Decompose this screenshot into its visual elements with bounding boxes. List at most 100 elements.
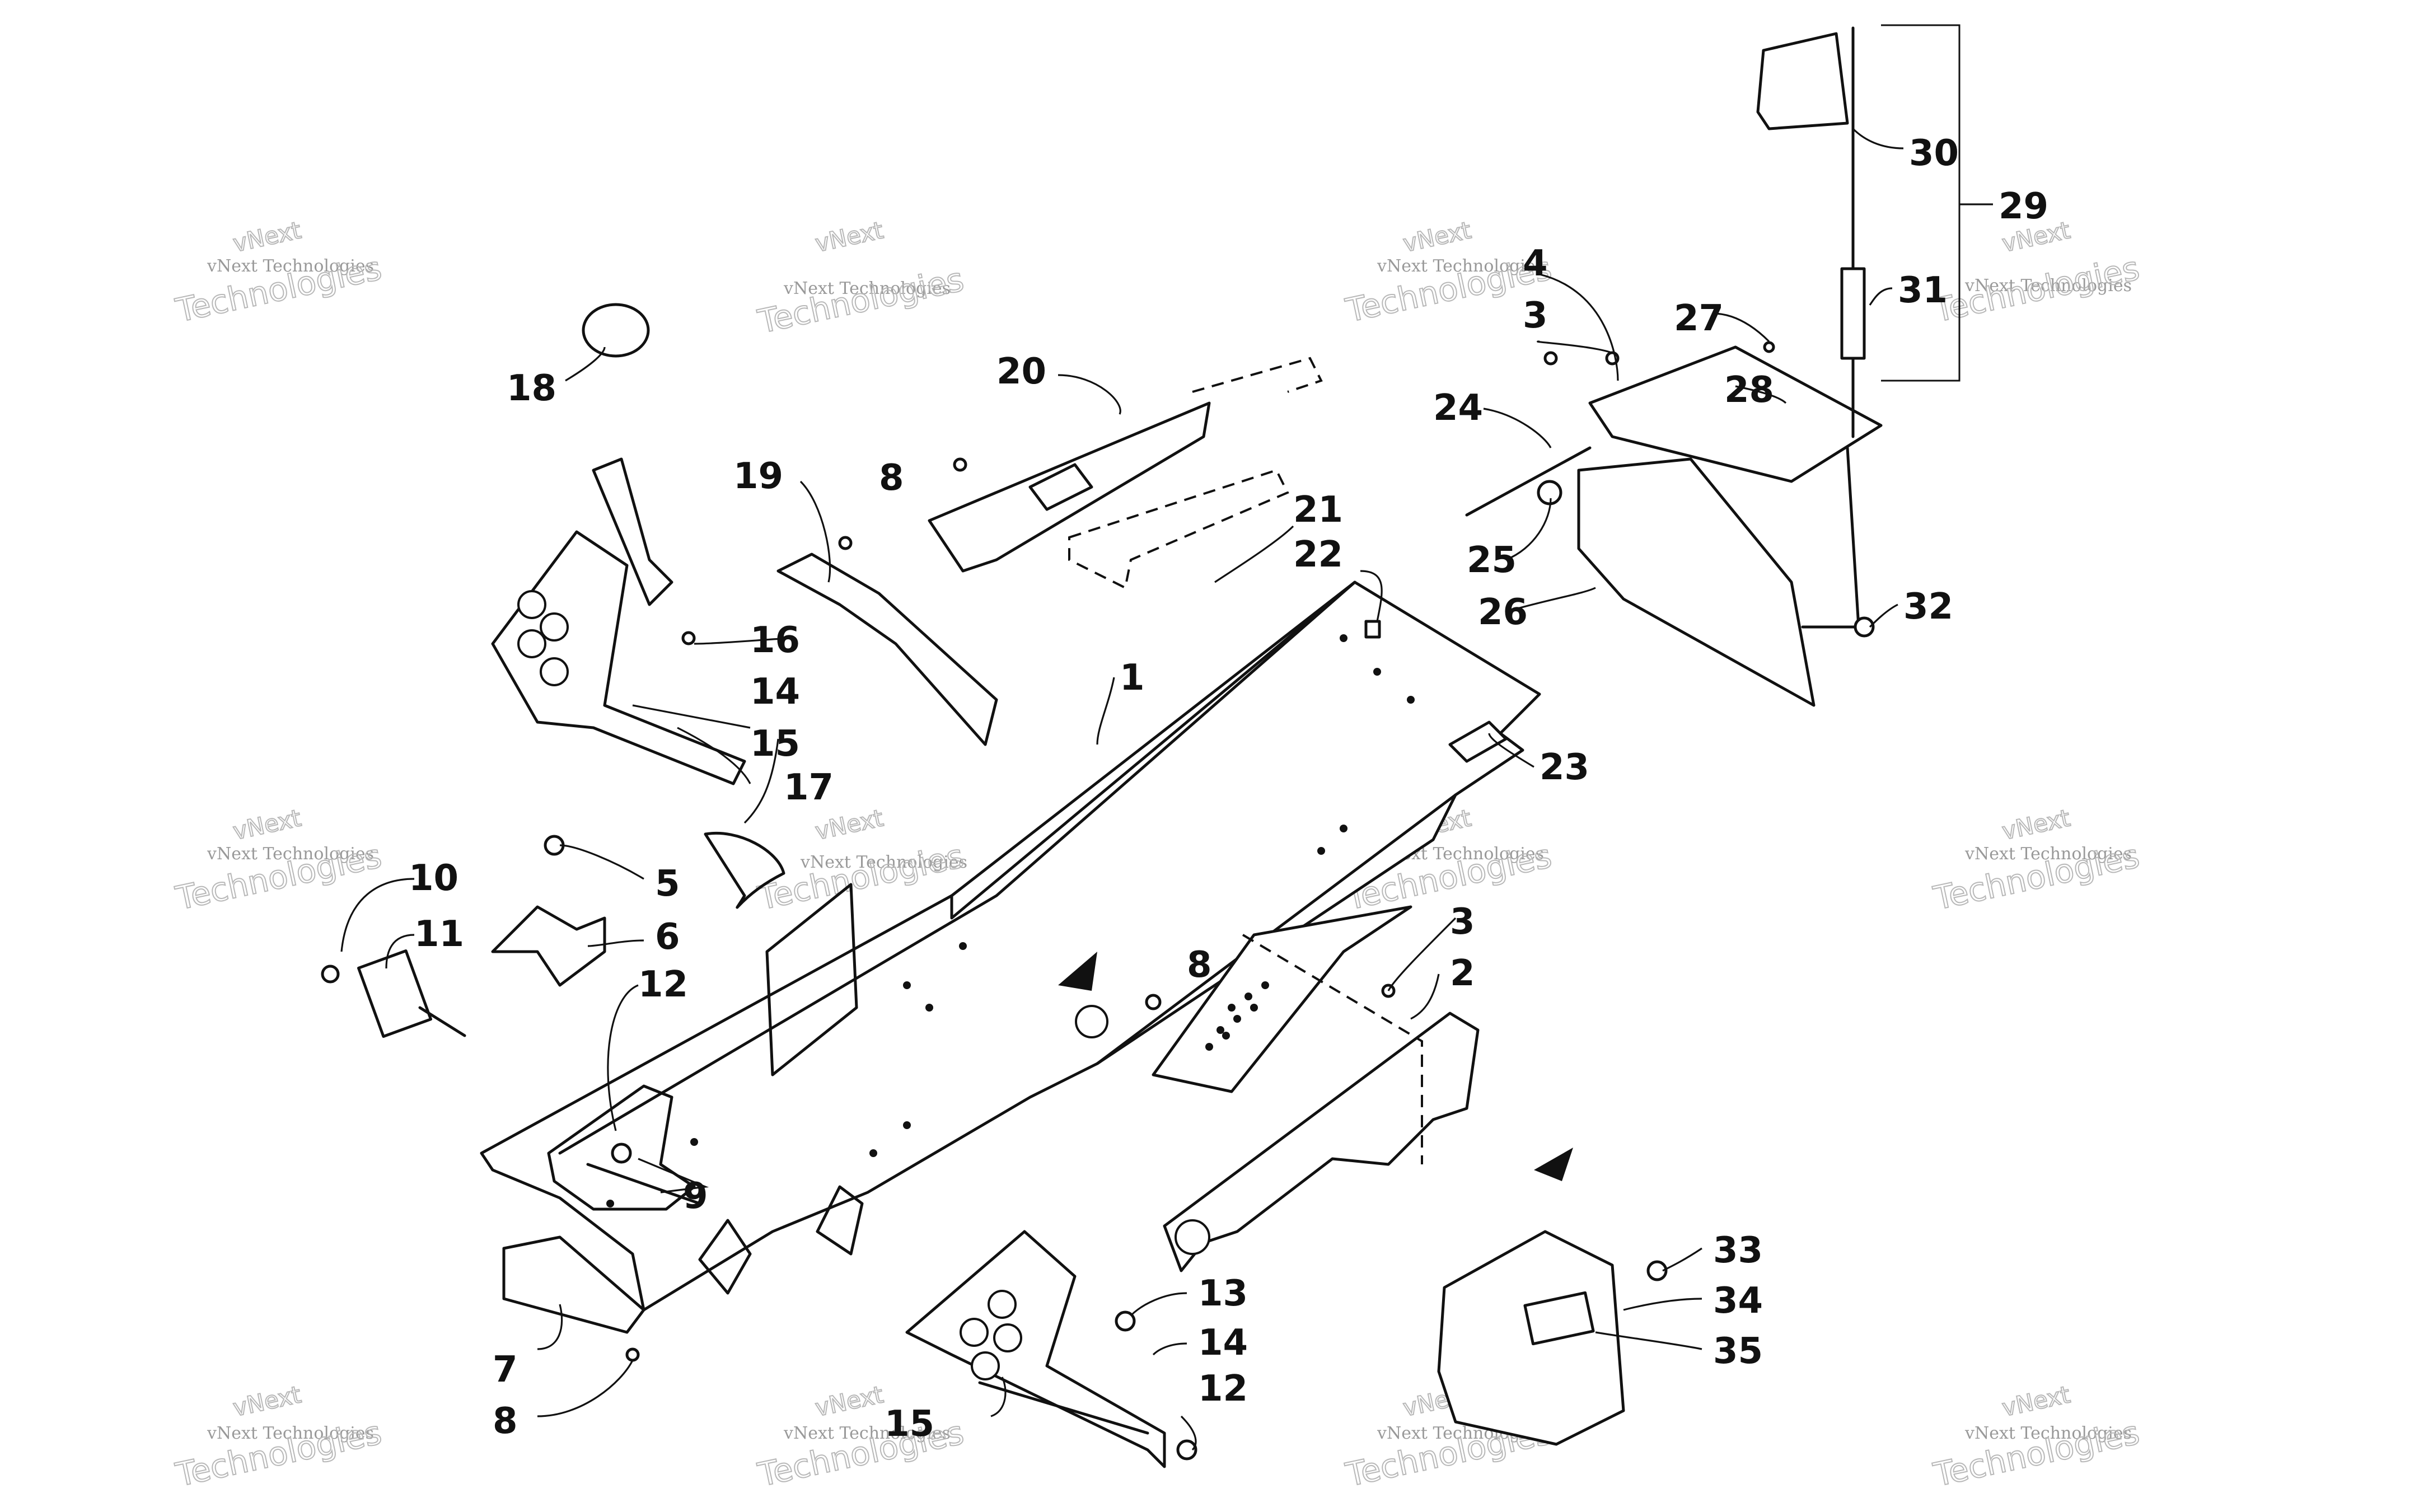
- callout-label: 25: [1467, 540, 1517, 581]
- tunnel-front-bracket: [547, 1084, 696, 1211]
- tunnel-lower-cutout-2: [816, 1185, 864, 1256]
- callout-label: 26: [1478, 592, 1528, 633]
- tunnel-hole: [1075, 1005, 1108, 1038]
- callout-label: 1: [1120, 657, 1145, 699]
- watermark: vNext vNext Technologies Technologies: [754, 803, 968, 918]
- clamp-ring: [582, 303, 650, 358]
- watermark-line: vNext Technologies: [1377, 256, 1544, 276]
- tunnel-cutout: [765, 883, 858, 1076]
- watermark-line: vNext Technologies: [800, 853, 967, 872]
- tail-light-wire: [418, 1006, 466, 1037]
- callout-label: 30: [1909, 133, 1959, 174]
- callout-label: 12: [638, 964, 688, 1005]
- watermark-line: vNext Technologies: [783, 1424, 951, 1443]
- callout-label: 11: [414, 914, 464, 955]
- watermark: vNext vNext Technologies Technologies: [172, 1380, 386, 1495]
- bolt-icon: [838, 536, 853, 550]
- watermark-brand: vNext: [1401, 216, 1473, 257]
- watermark: vNext vNext Technologies Technologies: [172, 216, 386, 330]
- callout-label: 23: [1540, 747, 1589, 788]
- callout-label: 33: [1713, 1230, 1763, 1271]
- callout-label: 6: [655, 916, 680, 958]
- watermark: vNext vNext Technologies Technologies: [1930, 803, 2144, 918]
- callout-label: 29: [1999, 186, 2048, 227]
- side-plate-hole: [1175, 1219, 1210, 1255]
- watermark: vNext vNext Technologies Technologies: [754, 216, 968, 341]
- callout-label: 15: [750, 723, 800, 765]
- grab-handle: [776, 553, 998, 746]
- bolt-icon: [321, 965, 340, 984]
- callout-label: 5: [655, 863, 680, 905]
- watermark-brand: vNext: [2000, 1380, 2072, 1421]
- callout-label: 35: [1713, 1331, 1763, 1372]
- upper-rail: [928, 357, 1323, 589]
- upper-rail-hidden: [1192, 357, 1323, 393]
- callout-label: 8: [493, 1401, 518, 1442]
- bolt-icon: [1763, 341, 1775, 353]
- watermark-line: vNext Technologies: [207, 844, 374, 864]
- callout-label: 32: [1903, 586, 1953, 628]
- chaincase-cover: [1437, 1148, 1668, 1446]
- callout-label: 34: [1713, 1280, 1763, 1322]
- callout-label: 9: [683, 1176, 708, 1217]
- tail-light-housing: [357, 949, 433, 1038]
- tunnel-decal: [1448, 720, 1508, 763]
- watermark-line: vNext Technologies: [1964, 1424, 2132, 1443]
- callout-label: 31: [1898, 270, 1948, 311]
- watermark: vNext vNext Technologies Technologies: [754, 1380, 968, 1495]
- rail-cover-hidden: [1068, 469, 1289, 589]
- callout-label: 4: [1523, 243, 1548, 284]
- watermark: vNext vNext Technologies Technologies: [172, 803, 386, 918]
- watermark-brand: vNext: [2000, 804, 2072, 845]
- nut-icon: [611, 1143, 632, 1164]
- flag-grip: [1840, 267, 1866, 360]
- bolt-rod: [586, 1163, 701, 1205]
- upper-grip: [592, 457, 673, 606]
- front-bracket: [491, 905, 606, 987]
- callout-label: 2: [1450, 953, 1475, 994]
- callout-label: 13: [1198, 1273, 1248, 1314]
- bumper-tube: [1465, 446, 1592, 517]
- watermark-word: Technologies: [755, 260, 967, 341]
- callout-label: 21: [1293, 489, 1343, 531]
- upper-footrest: [491, 457, 746, 785]
- bolt-icon: [625, 1347, 640, 1362]
- tunnel-side-edge: [1096, 793, 1457, 1065]
- nut-icon: [1364, 620, 1381, 639]
- bumper-side-tube: [1801, 446, 1860, 629]
- watermark-brand: vNext: [813, 1380, 886, 1421]
- watermark: vNext vNext Technologies Technologies: [1930, 1380, 2144, 1495]
- side-plate: [1163, 1012, 1480, 1272]
- callout-label: 24: [1433, 387, 1483, 429]
- callouts: 1 2 3 3 4 5 6 7 8 8 8 9 10 11 12 12 13 1…: [409, 133, 2048, 1445]
- label-decal-icon: [1523, 1291, 1595, 1346]
- tunnel-ridge: [558, 581, 1356, 1155]
- cable: [704, 832, 785, 909]
- watermark-line: vNext Technologies: [207, 256, 374, 276]
- callout-label: 7: [493, 1349, 518, 1391]
- callout-label: 19: [733, 456, 783, 497]
- callout-label: 15: [885, 1403, 934, 1445]
- tunnel-outline: [480, 581, 1541, 1312]
- watermark-brand: vNext: [231, 1380, 303, 1421]
- triangle-arrow-icon: [1058, 952, 1097, 991]
- rear-bumper: [1465, 345, 1883, 707]
- leader-lines: [340, 128, 1993, 1451]
- lower-footrest-rail: [978, 1381, 1149, 1435]
- callout-label: 3: [1523, 295, 1548, 336]
- watermark-word: Technologies: [1930, 249, 2143, 330]
- watermark-line: vNext Technologies: [1964, 276, 2132, 296]
- flag: [1756, 32, 1849, 130]
- nut-icon: [1176, 1439, 1197, 1460]
- callout-label: 8: [879, 457, 904, 499]
- watermark-brand: vNext: [813, 216, 886, 257]
- tunnel-lower-cutout: [698, 1219, 752, 1295]
- bolt-icon: [1145, 994, 1162, 1010]
- lower-footrest: [905, 1230, 1166, 1468]
- callout-label: 17: [784, 767, 834, 808]
- snow-flap: [1577, 457, 1816, 707]
- bolt-icon: [1854, 616, 1875, 638]
- tail-light: [321, 949, 466, 1038]
- callout-label: 22: [1293, 534, 1343, 575]
